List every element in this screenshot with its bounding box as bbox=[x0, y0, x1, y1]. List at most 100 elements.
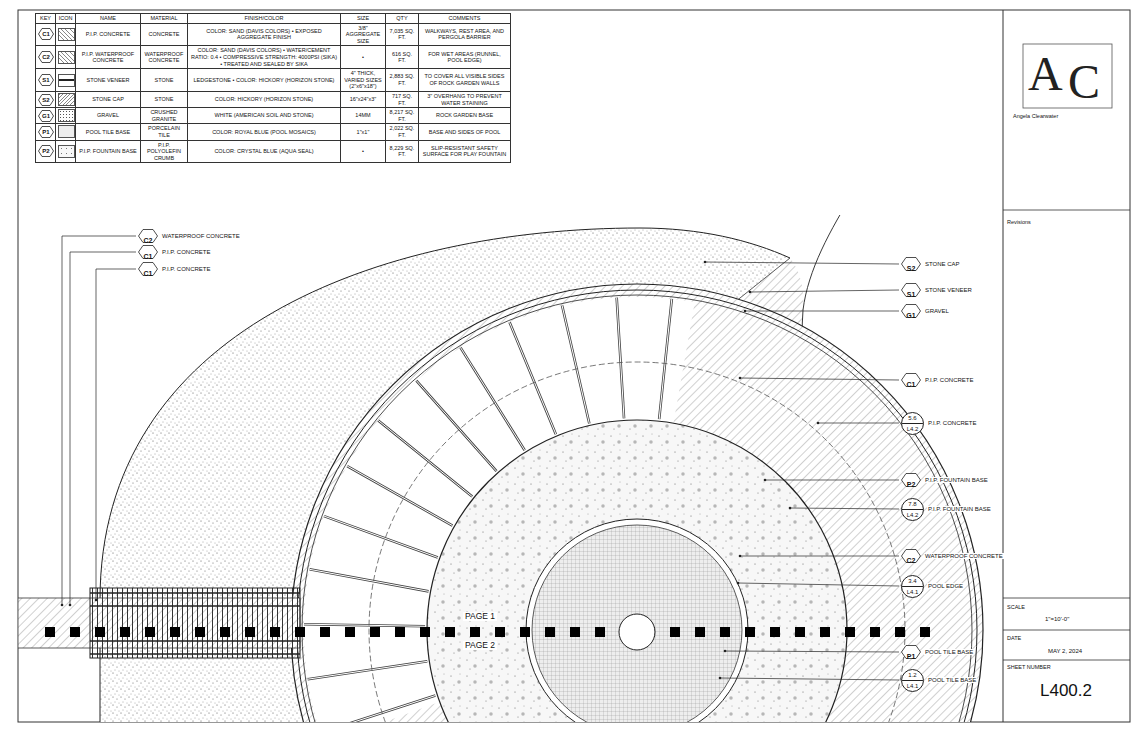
table-cell: 2,883 SQ. FT. bbox=[386, 69, 419, 92]
material-type: WATERPROOF CONCRETE bbox=[145, 51, 184, 64]
schedule-row: S2 STONE CAP STONECOLOR: HICKORY (HORIZON … bbox=[36, 91, 511, 107]
key-hexagon: P1 bbox=[38, 126, 54, 138]
finish-color: COLOR: ROYAL BLUE (POOL MOSAICS) bbox=[212, 129, 316, 135]
material-callout: C1 P.I.P. CONCRETE bbox=[901, 373, 974, 387]
material-type: PORCELAIN TILE bbox=[148, 125, 180, 138]
unit-size: • bbox=[362, 148, 364, 154]
material-key: C1 bbox=[907, 381, 916, 388]
icon-cell bbox=[56, 124, 76, 140]
material-name: STONE CAP bbox=[92, 96, 124, 102]
material-key: S2 bbox=[907, 265, 916, 272]
seat-step bbox=[308, 661, 428, 679]
table-cell: STONE bbox=[141, 91, 188, 107]
comment: BASE AND SIDES OF POOL bbox=[429, 129, 501, 135]
key-cell: P2 bbox=[36, 140, 56, 163]
material-key: C2 bbox=[144, 237, 153, 244]
seat-step-gap bbox=[320, 696, 435, 722]
unit-size: 4" THICK, VARIED SIZES (2"x6"x18") bbox=[344, 70, 382, 89]
comment: 3" OVERHANG TO PREVENT WATER STAINING bbox=[427, 93, 502, 106]
hexagon bbox=[39, 75, 54, 86]
quantity: 2,883 SQ. FT. bbox=[390, 73, 415, 86]
table-cell: SLIP-RESISTANT SAFETY SURFACE FOR PLAY F… bbox=[419, 140, 511, 163]
seat-step-gap bbox=[461, 348, 525, 451]
sheet-number: L4.1 bbox=[902, 586, 923, 597]
material-key: C1 bbox=[42, 31, 50, 37]
material-callout: G1GRAVEL bbox=[901, 304, 950, 318]
seat-step-gap bbox=[510, 322, 556, 434]
header-cell: NAME bbox=[76, 14, 141, 24]
key-cell: P1 bbox=[36, 124, 56, 140]
hexagon bbox=[39, 146, 54, 157]
seat-step bbox=[320, 696, 435, 722]
hexagon bbox=[39, 94, 54, 105]
seat-step-gap bbox=[310, 569, 429, 591]
hatch-swatch bbox=[58, 51, 75, 64]
table-cell: COLOR: HICKORY (HORIZON STONE) bbox=[188, 91, 341, 107]
field-label: SCALE bbox=[1007, 605, 1025, 611]
hatch-swatch bbox=[58, 109, 75, 122]
hatch-swatch bbox=[58, 145, 75, 158]
material-callout: C2WATERPROOF CONCRETE bbox=[138, 229, 241, 243]
hatch-swatch bbox=[58, 125, 75, 138]
header-cell: SIZE bbox=[341, 14, 386, 24]
material-name: P.I.P. WATERPROOF CONCRETE bbox=[82, 51, 134, 64]
detail-callout: 7.8L4.2P.I.P. FOUNTAIN BASE bbox=[901, 498, 992, 521]
key-hexagon: C1 bbox=[901, 373, 921, 387]
detail-callout: 1.2L4.1POOL TILE BASE bbox=[901, 669, 977, 692]
key-hexagon: S2 bbox=[38, 94, 54, 106]
material-name: P.I.P. FOUNTAIN BASE bbox=[79, 148, 136, 154]
table-cell: CRUSHED GRANITE bbox=[141, 108, 188, 124]
key-hexagon: C1 bbox=[138, 245, 158, 259]
column-header: MATERIAL bbox=[150, 15, 177, 21]
callout-label: STONE CAP bbox=[924, 261, 961, 267]
quantity: 7,035 SQ. FT. bbox=[390, 28, 415, 41]
field-label: DATE bbox=[1007, 636, 1021, 642]
material-callout: P2P.I.P. FOUNTAIN BASE bbox=[901, 473, 989, 487]
detail-number: 3.4 bbox=[902, 576, 923, 586]
material-key: G1 bbox=[42, 113, 50, 119]
table-cell: WATERPROOF CONCRETE bbox=[141, 46, 188, 69]
unit-size: • bbox=[362, 54, 364, 60]
sheet-number: L400.2 bbox=[1040, 682, 1092, 699]
finish-color: COLOR: SAND (DAVIS COLORS) • EXPOSED AGG… bbox=[206, 28, 322, 41]
key-cell: S1 bbox=[36, 69, 56, 92]
column-header: SIZE bbox=[357, 15, 369, 21]
schedule-row: P1 POOL TILE BASE PORCELAIN TILE COLOR: ROY… bbox=[36, 124, 511, 140]
sheet-number: L4.2 bbox=[902, 423, 923, 434]
table-cell: 16"x24"x3" bbox=[341, 91, 386, 107]
key-hexagon: C2 bbox=[138, 229, 158, 243]
schedule-row: G1GRAVELCRUSHED GRANITEWHITE (AMERICAN S… bbox=[36, 108, 511, 124]
material-key: P2 bbox=[907, 481, 916, 488]
seat-step bbox=[347, 466, 452, 526]
schedule-row: C2P.I.P. WATERPROOF CONCRETEWATERPROOF C… bbox=[36, 46, 511, 69]
quantity: 8,229 SQ. FT. bbox=[390, 145, 415, 158]
material-type: CRUSHED GRANITE bbox=[150, 109, 177, 122]
table-cell: GRAVEL bbox=[76, 108, 141, 124]
comment: TO COVER ALL VISIBLE SIDES OF ROCK GARDE… bbox=[425, 73, 505, 86]
date-value: MAY 2, 2024 bbox=[1048, 648, 1082, 654]
callout-label: WATERPROOF CONCRETE bbox=[924, 553, 1004, 559]
hexagon bbox=[39, 52, 54, 63]
key-hexagon: C2 bbox=[901, 549, 921, 563]
seat-step-gap bbox=[659, 299, 672, 419]
hexagon bbox=[39, 110, 54, 121]
schedule-table: KEYICONNAMEMATERIALFINISH/COLORSIZEQTYCO… bbox=[35, 13, 511, 163]
callout-label: P.I.P. CONCRETE bbox=[924, 377, 974, 383]
seat-step bbox=[659, 299, 672, 419]
header-cell: ICON bbox=[56, 14, 76, 24]
table-cell: STONE bbox=[141, 69, 188, 92]
designer-name: Angela Clearwater bbox=[1013, 114, 1058, 120]
match-line-label: PAGE 1 bbox=[463, 612, 497, 621]
seat-step bbox=[416, 381, 496, 472]
seat-step bbox=[461, 348, 525, 451]
header-cell: KEY bbox=[36, 14, 56, 24]
material-name: GRAVEL bbox=[97, 112, 119, 118]
detail-circle: 1.2L4.1 bbox=[901, 669, 924, 692]
seat-step-gap bbox=[378, 420, 472, 496]
comment: ROCK GARDEN BASE bbox=[436, 112, 493, 118]
table-cell: 2,022 SQ. FT. bbox=[386, 124, 419, 140]
key-cell: C1 bbox=[36, 23, 56, 46]
callout-label: P.I.P. CONCRETE bbox=[161, 266, 211, 272]
table-cell: WALKWAYS, REST AREA, AND PERGOLA BARRIER bbox=[419, 23, 511, 46]
material-name: POOL TILE BASE bbox=[86, 129, 130, 135]
